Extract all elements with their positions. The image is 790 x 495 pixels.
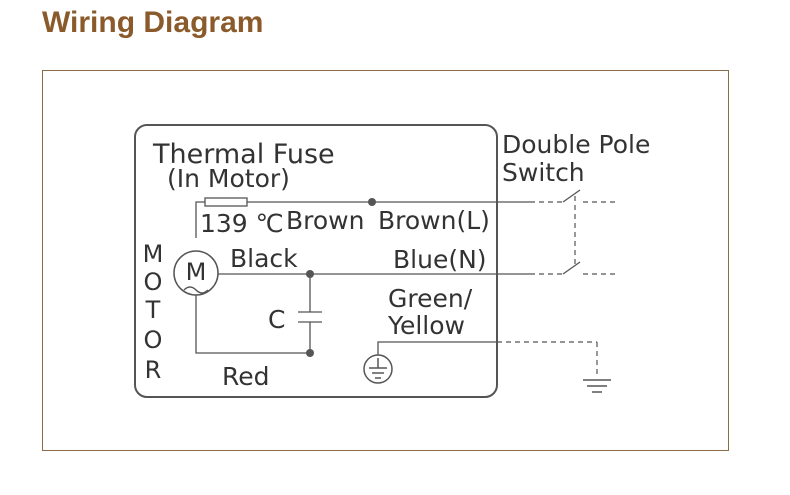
thermal-fuse-label: Thermal Fuse xyxy=(152,139,335,170)
capacitor-label: C xyxy=(268,305,285,334)
red-wire xyxy=(195,274,322,354)
switch-label-line1: Double Pole xyxy=(502,130,650,159)
earth-symbol-inner xyxy=(369,358,387,379)
earth-wire xyxy=(377,341,497,356)
earth-terminal-icon xyxy=(363,354,393,384)
motor-housing-box xyxy=(134,124,498,398)
brown-junction-dot xyxy=(368,198,376,206)
yellow-label: Yellow xyxy=(387,311,465,340)
ground-icon xyxy=(583,379,611,393)
external-dashed-wiring xyxy=(497,196,615,378)
blue-n-label: Blue(N) xyxy=(393,245,487,274)
motor-letter-2: O xyxy=(144,268,163,296)
switch-label-line2: Switch xyxy=(502,158,585,187)
motor-letter-1: M xyxy=(143,240,164,268)
page-title: Wiring Diagram xyxy=(42,6,264,39)
black-label: Black xyxy=(230,244,298,273)
red-label: Red xyxy=(222,362,270,391)
motor-letter-3: T xyxy=(145,296,161,324)
temperature-label: 139 ℃ xyxy=(200,209,284,238)
motor-symbol xyxy=(173,250,219,296)
double-pole-switch-icon xyxy=(562,189,581,275)
motor-tilde-icon xyxy=(183,286,209,294)
thermal-fuse-symbol xyxy=(204,197,248,207)
motor-letter-5: R xyxy=(145,356,162,384)
brown-l-label: Brown(L) xyxy=(378,206,490,235)
motor-symbol-label: M xyxy=(186,258,207,286)
in-motor-label: (In Motor) xyxy=(167,164,290,193)
red-junction-dot xyxy=(306,349,314,357)
brown-label: Brown xyxy=(286,206,364,235)
green-label: Green/ xyxy=(388,284,473,313)
diagram-frame xyxy=(42,70,729,451)
motor-letter-4: O xyxy=(144,326,163,354)
